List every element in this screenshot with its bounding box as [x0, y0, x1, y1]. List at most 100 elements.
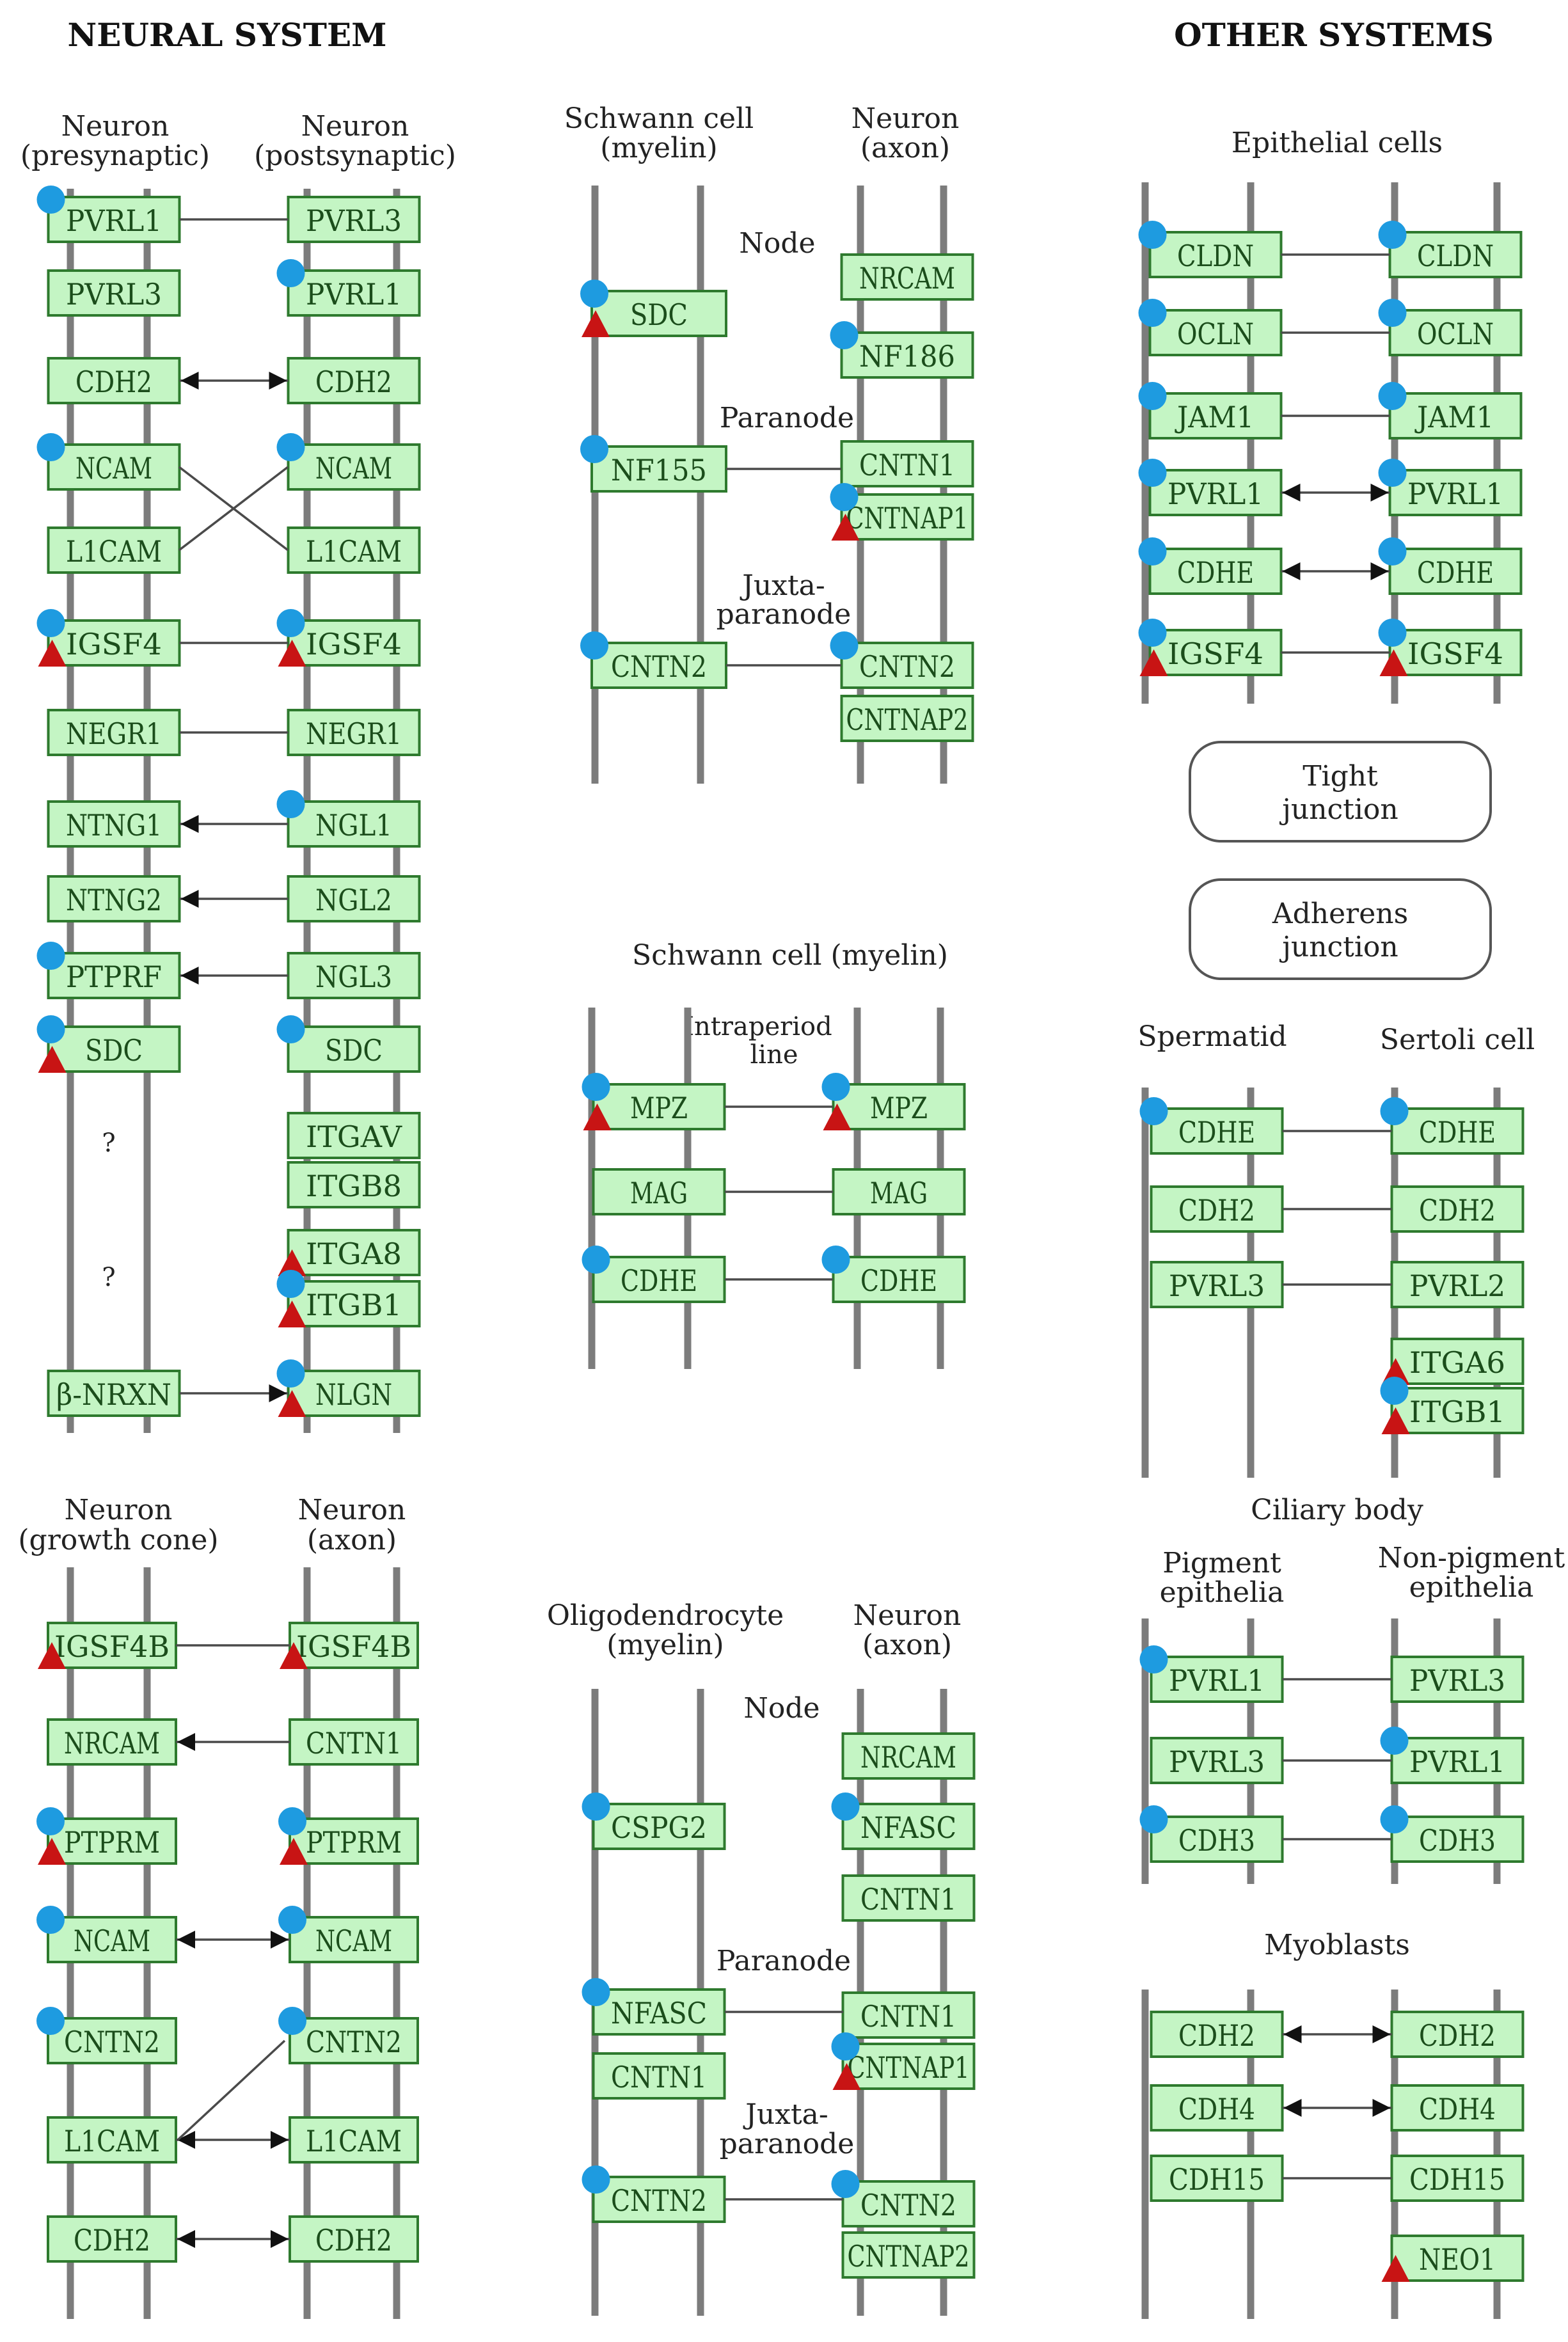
gene-box [841, 1732, 976, 1780]
header-other-systems: OTHER SYSTEMS [1174, 16, 1494, 54]
gene-box [592, 1256, 726, 1303]
circle-marker [1138, 459, 1167, 487]
gene-label: IGSF4 [306, 627, 402, 661]
gene-label: CNTN1 [860, 1882, 956, 1917]
arrow-head [271, 2131, 289, 2149]
region-label: Paranode [720, 402, 854, 434]
gene-label: MPZ [870, 1091, 928, 1125]
gene-label: PVRL3 [1169, 1745, 1265, 1779]
triangle-marker [38, 1642, 66, 1669]
gene-box [840, 642, 974, 689]
region-label: Neuron [298, 1494, 406, 1526]
gene-label: CDH3 [1178, 1823, 1255, 1858]
circle-marker [831, 2032, 860, 2061]
gene-box [592, 1988, 726, 2036]
arrow-head [180, 890, 199, 908]
circle-marker [821, 1246, 850, 1274]
gene-label: PVRL3 [306, 203, 402, 238]
triangle-marker [280, 1642, 308, 1669]
circle-marker [276, 433, 305, 461]
circle-marker [1139, 1097, 1168, 1125]
gene-box [289, 2017, 419, 2064]
region-label: Neuron [853, 1599, 962, 1632]
gene-label: CDH3 [1419, 1823, 1496, 1858]
gene-box [590, 290, 727, 337]
gene-label: CDH2 [315, 365, 392, 399]
gene-label: IGSF4 [1407, 637, 1503, 671]
region-label: ? [102, 1263, 115, 1292]
circle-marker [580, 631, 608, 660]
gene-label: CDH15 [1409, 2162, 1505, 2197]
tight-junction-box [1189, 741, 1492, 843]
gene-box [1390, 1387, 1524, 1434]
gene-label: L1CAM [64, 2124, 160, 2158]
region-label: epithelia [1160, 1576, 1285, 1609]
circle-marker [580, 435, 608, 463]
circle-marker [580, 280, 608, 308]
arrow-head [180, 372, 199, 390]
circle-marker [1138, 382, 1167, 410]
gene-box [1390, 1338, 1524, 1385]
arrow-head [1370, 484, 1389, 502]
triangle-marker [1379, 649, 1408, 676]
gene-label: CNTNAP1 [846, 501, 969, 535]
gene-label: ITGB1 [1409, 1395, 1505, 1429]
arrow-head [1283, 2099, 1302, 2117]
gene-box [287, 1229, 421, 1276]
circle-marker [276, 1359, 305, 1388]
arrow-head [1283, 2025, 1302, 2043]
circle-marker [278, 1807, 306, 1835]
region-label: Node [743, 1692, 820, 1725]
region-label: Juxta- [740, 569, 825, 602]
gene-label: L1CAM [306, 534, 402, 569]
gene-box [287, 526, 421, 574]
gene-label: CNTN1 [859, 448, 955, 482]
circle-marker [36, 942, 65, 970]
region-label: paranode [717, 598, 851, 631]
gene-box [590, 445, 727, 493]
gene-box [840, 440, 974, 487]
arrow-head [1282, 484, 1301, 502]
circle-marker [1380, 1377, 1409, 1405]
gene-label: OCLN [1177, 317, 1254, 351]
region-label: (presynaptic) [20, 139, 210, 172]
gene-box [1390, 2155, 1524, 2202]
gene-box [841, 2231, 976, 2279]
gene-label: NFASC [860, 1810, 956, 1845]
gene-label: NGL2 [315, 883, 392, 917]
gene-label: ITGA6 [1409, 1345, 1505, 1380]
arrow-head [177, 2131, 195, 2149]
gene-box [289, 1817, 419, 1865]
gene-label: NF186 [859, 339, 955, 374]
gene-label: NF155 [611, 453, 707, 487]
arrow-head [269, 372, 287, 390]
region-label: (axon) [860, 132, 950, 164]
triangle-marker [1381, 2255, 1410, 2282]
gene-box [47, 1622, 177, 1669]
region-label: Schwann cell (myelin) [632, 939, 948, 972]
circle-marker [276, 1015, 305, 1043]
gene-box [1150, 1185, 1284, 1233]
gene-box [592, 1168, 726, 1215]
gene-box [289, 2116, 419, 2164]
interaction-line [178, 466, 289, 551]
region-label: ? [102, 1128, 115, 1158]
gene-label: CNTNAP2 [848, 2239, 970, 2274]
gene-box [1388, 469, 1523, 516]
gene-label: ITGB8 [306, 1169, 402, 1203]
gene-box [1390, 2084, 1524, 2132]
region-label: Neuron [301, 110, 409, 143]
gene-box [47, 357, 181, 404]
gene-label: NGL3 [315, 960, 392, 994]
gene-box [47, 2017, 177, 2064]
circle-marker [276, 790, 305, 818]
gene-label: IGSF4 [1168, 637, 1263, 671]
gene-label: IGSF4B [296, 1629, 411, 1664]
circle-marker [276, 609, 305, 637]
gene-label: CDH2 [1419, 1193, 1496, 1228]
header-neural-system: NEURAL SYSTEM [68, 16, 387, 54]
gene-label: NEGR1 [306, 716, 402, 751]
circle-marker [582, 1246, 610, 1274]
gene-box [832, 1256, 966, 1303]
